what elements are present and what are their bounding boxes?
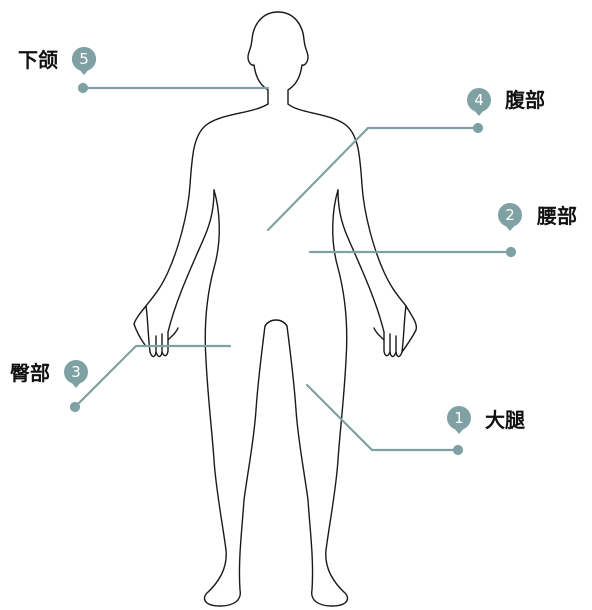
buttock-leader-dot (69, 401, 81, 413)
location-pin-icon (64, 360, 88, 388)
waist-label: 腰部 (537, 204, 577, 228)
buttock-marker: 3 (64, 360, 88, 388)
thigh-marker: 1 (447, 406, 471, 434)
waist-marker: 2 (498, 203, 522, 231)
location-pin-icon (72, 47, 96, 75)
abdomen-number: 4 (474, 91, 484, 109)
buttock-number: 3 (71, 363, 81, 381)
body-outline (133, 11, 418, 607)
abdomen-leader-dot (472, 122, 484, 134)
thigh-number: 1 (454, 409, 464, 427)
abdomen-leader-line (266, 126, 480, 232)
thigh-leader-dot (452, 444, 464, 456)
leader-lines (69, 82, 517, 456)
abdomen-label: 腹部 (505, 88, 545, 112)
location-pin-icon (447, 406, 471, 434)
thigh-leader-line (305, 383, 460, 452)
location-pin-icon (498, 203, 522, 231)
jaw-number: 5 (79, 50, 89, 68)
jaw-leader-dot (77, 82, 89, 94)
thigh-label: 大腿 (485, 408, 525, 432)
jaw-label: 下颌 (18, 48, 58, 72)
abdomen-marker: 4 (467, 88, 491, 116)
waist-leader-dot (505, 246, 517, 258)
buttock-leader-line (73, 344, 232, 409)
buttock-label: 臀部 (10, 361, 50, 385)
jaw-marker: 5 (72, 47, 96, 75)
location-pin-icon (467, 88, 491, 116)
waist-number: 2 (505, 206, 515, 224)
